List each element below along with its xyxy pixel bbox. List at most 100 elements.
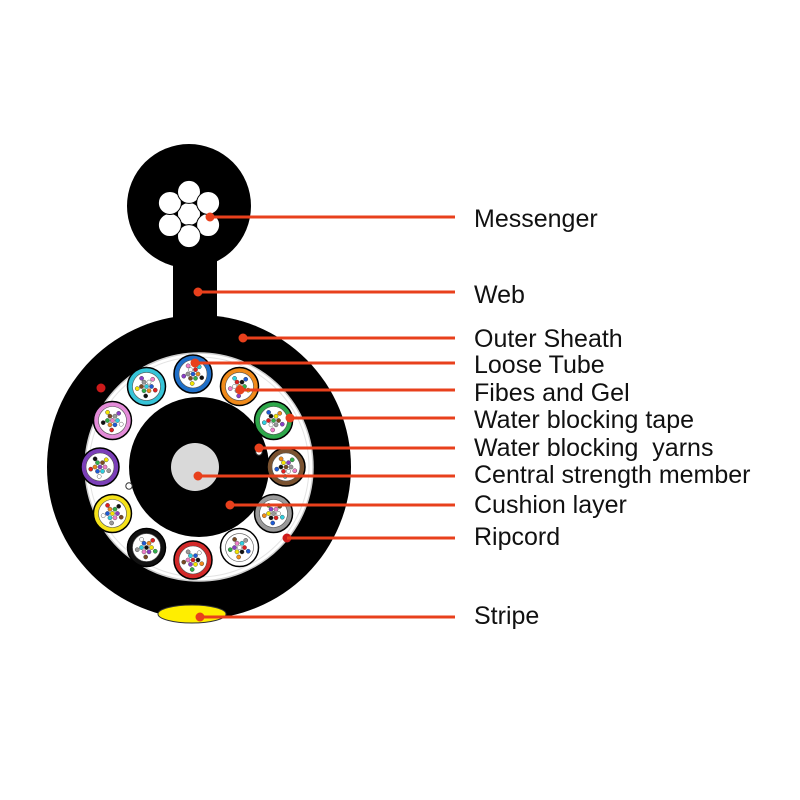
fiber — [139, 384, 144, 389]
fiber — [278, 464, 284, 470]
fiber — [195, 557, 201, 563]
fiber — [279, 514, 285, 520]
fiber — [270, 427, 276, 433]
fiber — [146, 549, 152, 555]
label-loose-tube: Loose Tube — [474, 351, 605, 379]
loose-tubes — [80, 354, 306, 580]
fiber — [236, 554, 241, 560]
fiber — [245, 548, 251, 554]
fiber — [243, 538, 249, 543]
leader-lines — [190, 212, 455, 622]
fiber — [242, 545, 247, 550]
fiber — [110, 511, 115, 516]
fiber — [195, 371, 201, 377]
water-blocking-yarn — [125, 482, 133, 490]
messenger-wire — [196, 190, 221, 215]
fiber — [278, 456, 284, 462]
fiber — [102, 464, 108, 470]
fiber — [283, 464, 289, 470]
fiber — [110, 418, 115, 423]
fiber — [268, 506, 274, 512]
fiber — [146, 540, 152, 546]
loose-tube-pink-tube — [92, 400, 133, 441]
fiber — [100, 420, 106, 425]
fiber — [150, 376, 156, 382]
fiber — [232, 537, 237, 542]
fiber — [105, 410, 110, 415]
label-web: Web — [474, 281, 525, 309]
fiber — [276, 418, 281, 423]
fiber — [105, 418, 110, 423]
fiber — [116, 411, 121, 416]
fiber — [115, 511, 120, 516]
fiber — [273, 506, 279, 512]
fiber — [141, 379, 147, 385]
fiber — [232, 376, 237, 381]
fiber — [149, 545, 154, 550]
fiber — [268, 413, 274, 419]
fiber — [134, 547, 140, 552]
fiber — [141, 540, 147, 546]
fiber — [95, 460, 100, 465]
fiber — [105, 503, 110, 508]
fiber — [239, 540, 245, 546]
fiber — [141, 388, 147, 394]
fiber — [141, 549, 147, 555]
messenger-wire — [177, 224, 201, 249]
label-water-blocking-tape: Water blocking tape — [474, 406, 695, 434]
label-outer-sheath: Outer Sheath — [474, 325, 623, 353]
fiber — [112, 506, 118, 512]
fiber — [105, 511, 110, 516]
fiber — [188, 376, 193, 381]
fiber — [237, 545, 242, 550]
fiber — [193, 367, 198, 372]
fiber — [190, 557, 196, 563]
label-messenger: Messenger — [474, 205, 598, 233]
fiber — [97, 464, 103, 470]
fiber — [112, 515, 118, 521]
fiber — [270, 520, 276, 526]
fiber — [273, 515, 279, 521]
fiber — [196, 550, 202, 556]
fiber — [146, 379, 152, 385]
loose-tube-yellow-tube — [92, 493, 133, 534]
fiber — [292, 468, 298, 473]
fiber — [115, 418, 120, 423]
loose-tube-aqua-tube — [126, 366, 167, 407]
fiber — [189, 381, 195, 386]
fiber — [234, 379, 240, 385]
label-water-blocking-yarns: Water blocking yarns — [474, 434, 714, 462]
fiber — [143, 393, 148, 399]
fiber — [185, 549, 191, 555]
fiber — [276, 511, 281, 516]
fiber — [261, 420, 267, 425]
messenger-wire — [157, 190, 182, 215]
fiber — [286, 469, 291, 474]
fiber — [271, 418, 276, 423]
fiber — [232, 545, 237, 550]
fiber — [112, 413, 118, 419]
leader-dot — [238, 333, 248, 343]
fiber — [152, 387, 158, 393]
fiber — [188, 562, 193, 567]
fiber — [193, 376, 198, 381]
fiber — [234, 549, 240, 555]
loose-tube-white-tube — [219, 527, 260, 568]
fiber — [271, 511, 276, 516]
leader-dot — [225, 500, 235, 510]
fiber — [100, 513, 106, 518]
fiber — [188, 367, 193, 372]
fiber — [281, 460, 286, 465]
fiber — [152, 548, 158, 554]
fiber — [266, 511, 271, 516]
label-central-strength-member: Central strength member — [474, 461, 751, 489]
fiber — [227, 386, 233, 391]
fiber — [266, 418, 271, 423]
fiber — [103, 457, 109, 463]
messenger-wires — [157, 179, 221, 249]
fiber — [266, 410, 271, 415]
fiber — [199, 561, 205, 566]
fiber — [107, 515, 113, 521]
fiber — [277, 411, 283, 416]
fiber — [234, 540, 240, 546]
